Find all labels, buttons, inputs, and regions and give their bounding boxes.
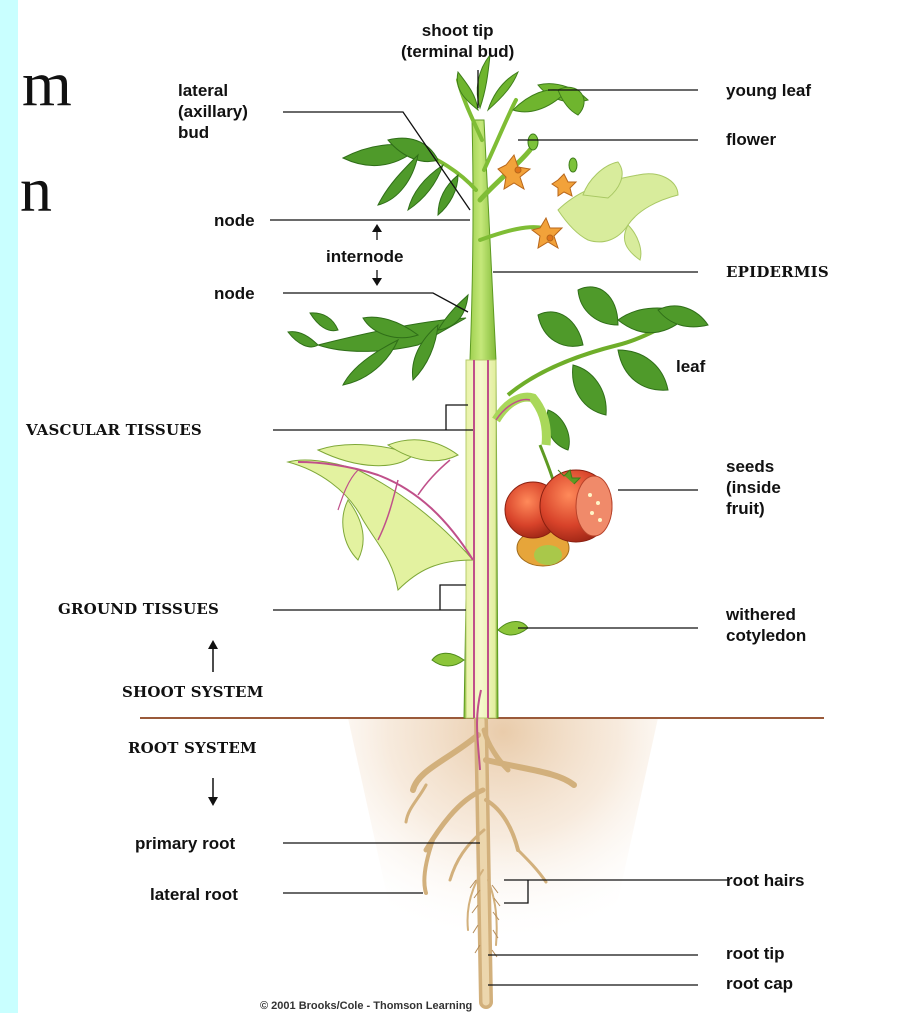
label-vascular-tissues: VASCULAR TISSUES xyxy=(26,420,202,441)
label-leaf: leaf xyxy=(676,356,705,377)
soil-shading xyxy=(348,718,658,1000)
label-root-tip: root tip xyxy=(726,943,785,964)
label-seeds: seeds (inside fruit) xyxy=(726,456,781,519)
young-leaves xyxy=(457,55,588,115)
middle-left-leaf xyxy=(288,295,468,385)
tomato-fruits xyxy=(505,445,612,566)
label-internode: internode xyxy=(326,246,403,267)
diagram-canvas: m n xyxy=(18,0,909,1013)
main-stem xyxy=(464,120,498,770)
label-primary-root: primary root xyxy=(135,833,235,854)
label-ground-tissues: GROUND TISSUES xyxy=(58,599,219,620)
copyright-text: © 2001 Brooks/Cole - Thomson Learning xyxy=(260,996,472,1013)
label-lateral-bud: lateral (axillary) bud xyxy=(178,80,248,143)
label-lateral-root: lateral root xyxy=(150,884,238,905)
flowers xyxy=(498,155,576,248)
right-branch xyxy=(496,397,546,445)
label-root-system: ROOT SYSTEM xyxy=(128,738,257,759)
label-root-hairs: root hairs xyxy=(726,870,804,891)
label-shoot-tip: shoot tip (terminal bud) xyxy=(401,20,514,62)
upper-left-leaves xyxy=(343,138,458,215)
label-root-cap: root cap xyxy=(726,973,793,994)
pale-upper-right-leaf xyxy=(558,162,678,260)
label-withered-cotyledon: withered cotyledon xyxy=(726,604,806,646)
label-young-leaf: young leaf xyxy=(726,80,811,101)
label-flower: flower xyxy=(726,129,776,150)
label-node-upper: node xyxy=(214,210,255,231)
label-node-lower: node xyxy=(214,283,255,304)
label-epidermis: EPIDERMIS xyxy=(726,262,829,283)
pale-lower-left-leaf xyxy=(288,440,473,590)
label-shoot-system: SHOOT SYSTEM xyxy=(122,682,264,703)
